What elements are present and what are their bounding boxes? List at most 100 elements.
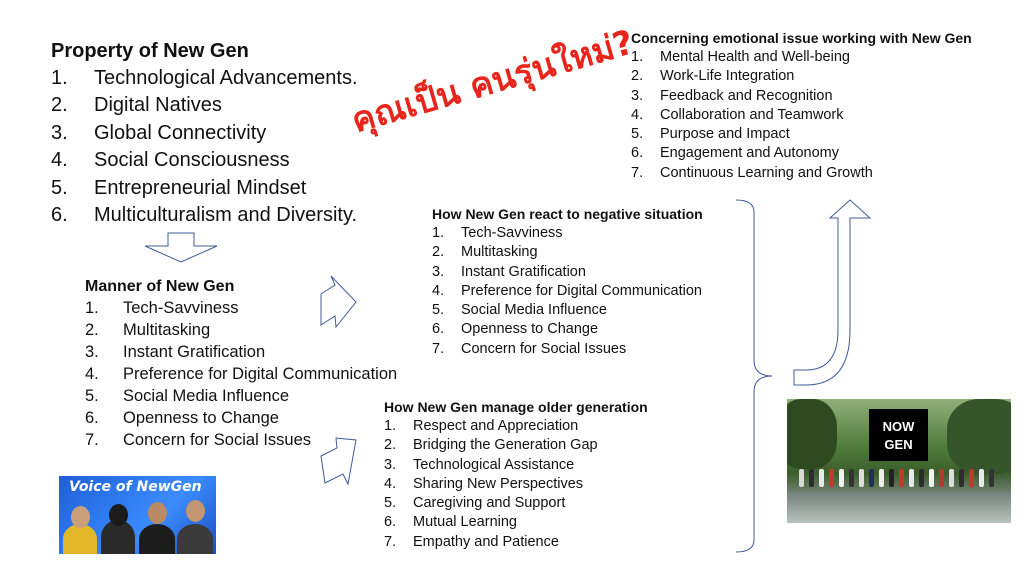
item-number: 7. xyxy=(384,533,397,550)
list-item: 1.Tech-Savviness xyxy=(432,224,703,243)
manner-section: Manner of New Gen 1.Tech-Savviness 2.Mul… xyxy=(85,276,397,451)
item-label: Work-Life Integration xyxy=(660,68,795,85)
crowd-person xyxy=(989,469,994,487)
item-label: Social Media Influence xyxy=(123,387,290,405)
water xyxy=(787,491,1011,523)
list-item: 1.Respect and Appreciation xyxy=(384,417,648,436)
react-list: 1.Tech-Savviness 2.Multitasking 3.Instan… xyxy=(432,224,703,359)
person-figure xyxy=(139,524,175,554)
item-label: Preference for Digital Communication xyxy=(123,365,398,383)
item-label: Mental Health and Well-being xyxy=(660,49,850,65)
crowd-person xyxy=(819,469,824,487)
list-item: 6.Openness to Change xyxy=(432,320,703,339)
tree-shape xyxy=(787,399,837,469)
list-item: 5.Purpose and Impact xyxy=(631,125,972,144)
crowd-person xyxy=(899,469,904,487)
item-number: 6. xyxy=(432,321,445,338)
crowd-person xyxy=(829,469,834,487)
item-label: Digital Natives xyxy=(94,94,222,117)
person-figure xyxy=(63,524,97,554)
property-list: 1. Technological Advancements. 2. Digital … xyxy=(51,65,358,229)
item-label: Purpose and Impact xyxy=(660,126,790,143)
crowd-person xyxy=(849,469,854,487)
person-head xyxy=(186,500,205,522)
list-item: 3.Instant Gratification xyxy=(432,263,703,282)
list-item: 7.Concern for Social Issues xyxy=(432,340,703,359)
item-label: Continuous Learning and Growth xyxy=(660,164,873,181)
item-number: 3. xyxy=(631,87,644,104)
crowd-person xyxy=(919,469,924,487)
item-number: 6. xyxy=(85,409,99,427)
list-item: 4.Collaboration and Teamwork xyxy=(631,106,972,125)
item-label: Feedback and Recognition xyxy=(660,87,833,104)
right-brace-icon xyxy=(735,199,773,553)
crowd xyxy=(787,469,1011,491)
item-label: Social Media Influence xyxy=(461,302,607,319)
crowd-person xyxy=(939,469,944,487)
list-item: 6.Engagement and Autonomy xyxy=(631,144,972,163)
item-number: 5. xyxy=(432,302,445,319)
crowd-person xyxy=(869,469,874,487)
item-number: 1. xyxy=(85,299,99,317)
list-item: 5.Entrepreneurial Mindset xyxy=(51,175,358,202)
item-number: 4. xyxy=(432,282,445,299)
crowd-person xyxy=(879,469,884,487)
list-item: 1. Technological Advancements. xyxy=(51,65,358,92)
item-number: 3. xyxy=(51,121,68,144)
list-item: 5.Social Media Influence xyxy=(85,385,397,407)
react-section: How New Gen react to negative situation … xyxy=(432,205,703,359)
property-section: Property of New Gen 1.Technological Adva… xyxy=(51,38,358,229)
list-item: 6.Mutual Learning xyxy=(384,513,648,532)
item-label: Bridging the Generation Gap xyxy=(413,437,598,454)
list-item: 3. Instant Gratification xyxy=(85,341,397,363)
new-gen-event-photo: NOW GEN xyxy=(787,399,1011,523)
item-label: Sharing New Perspectives xyxy=(413,475,584,492)
item-label: Social Consciousness xyxy=(94,149,290,172)
crowd-person xyxy=(859,469,864,487)
list-item: 7. Empathy and Patience xyxy=(384,533,648,552)
list-item: 7. Continuous Learning and Growth xyxy=(631,164,972,183)
voice-photo-title: Voice of NewGen xyxy=(69,479,202,495)
crowd-person xyxy=(839,469,844,487)
list-item: 5. Social Media Influence xyxy=(432,301,703,320)
crowd-person xyxy=(959,469,964,487)
crowd-person xyxy=(929,469,934,487)
item-number: 4. xyxy=(51,149,68,172)
item-label: Technological Advancements. xyxy=(94,67,358,89)
item-label: Empathy and Patience xyxy=(413,533,559,550)
item-number: 1. xyxy=(51,67,68,89)
list-item: 4. Sharing New Perspectives xyxy=(384,475,648,494)
emotional-list: 1.Mental Health and Well-being 2.Work-Li… xyxy=(631,48,972,183)
item-label: Technological Assistance xyxy=(413,456,575,473)
item-number: 7. xyxy=(432,340,445,357)
item-number: 2. xyxy=(85,321,99,339)
item-label: Multitasking xyxy=(461,244,538,261)
person-head xyxy=(109,504,128,526)
list-item: 7.Concern for Social Issues xyxy=(85,429,397,451)
list-item: 2.Multitasking xyxy=(432,243,703,262)
list-item: 4.Preference for Digital Communication xyxy=(432,282,703,301)
crowd-person xyxy=(799,469,804,487)
item-number: 4. xyxy=(384,475,397,492)
item-number: 7. xyxy=(631,164,644,181)
list-item: 2. Digital Natives xyxy=(51,92,358,119)
tree-shape xyxy=(947,399,1011,474)
item-number: 3. xyxy=(85,343,99,361)
manner-list: 1.Tech-Savviness 2.Multitasking 3.Instan… xyxy=(85,297,397,451)
item-number: 2. xyxy=(51,94,68,117)
list-item: 2. Multitasking xyxy=(85,319,397,341)
crowd-person xyxy=(969,469,974,487)
item-label: Multiculturalism and Diversity. xyxy=(94,204,358,227)
item-label: Instant Gratification xyxy=(123,343,266,361)
now-gen-logo: NOW GEN xyxy=(869,409,928,461)
item-label: Multitasking xyxy=(123,321,211,339)
react-title: How New Gen react to negative situation xyxy=(432,206,703,222)
list-item: 4.Preference for Digital Communication xyxy=(85,363,397,385)
item-number: 2. xyxy=(631,68,644,85)
crowd-person xyxy=(909,469,914,487)
list-item: 3.Global Connectivity xyxy=(51,120,358,147)
crowd-person xyxy=(809,469,814,487)
diagonal-arrow-down-icon xyxy=(320,437,357,486)
crowd-person xyxy=(979,469,984,487)
